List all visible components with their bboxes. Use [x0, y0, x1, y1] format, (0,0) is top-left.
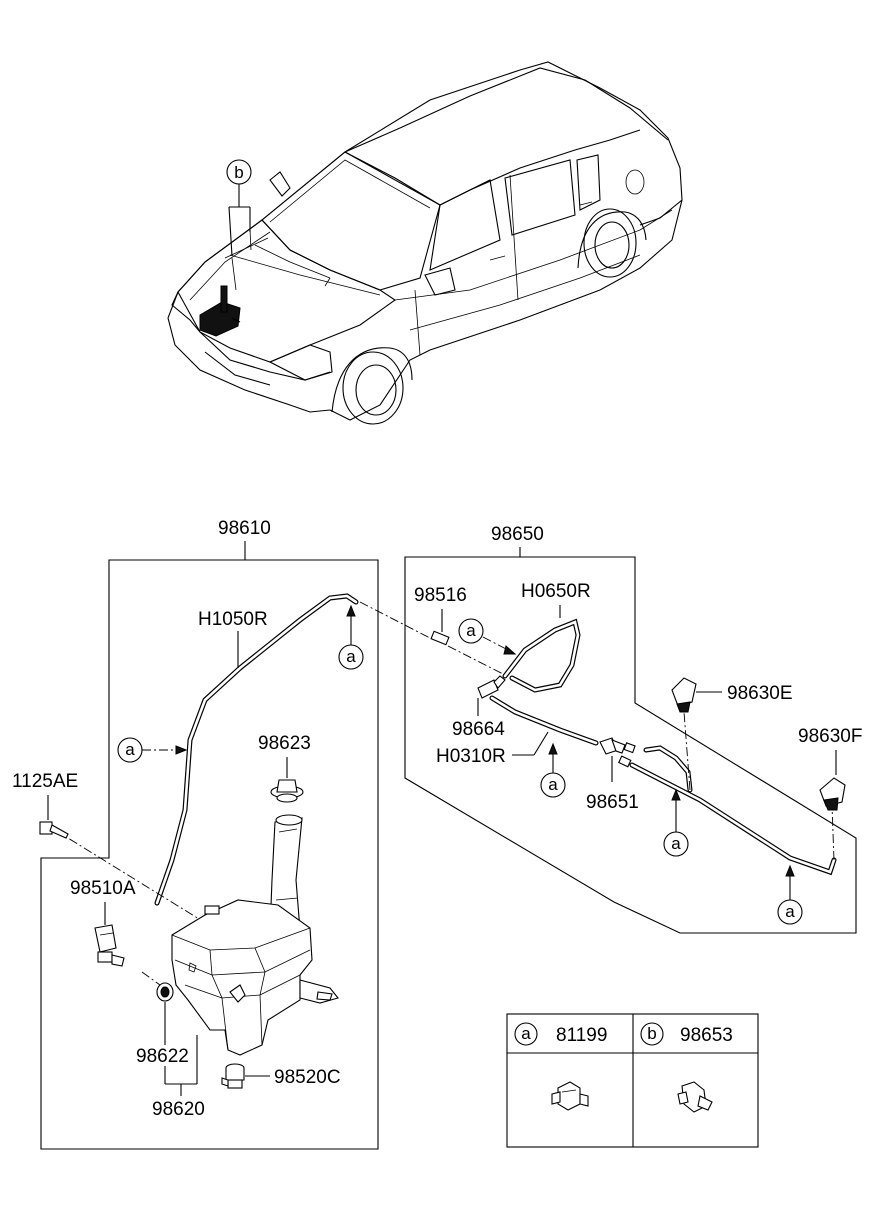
callout-a-lower-mid: a — [671, 834, 681, 853]
label-98610: 98610 — [218, 518, 271, 539]
label-98650: 98650 — [491, 524, 544, 545]
cap-98623 — [270, 779, 304, 803]
valve-98651 — [599, 737, 636, 768]
grommet-98622 — [156, 982, 174, 1002]
callout-a-lower-right: a — [785, 902, 795, 921]
legend-part-98653: 98653 — [680, 1025, 733, 1046]
sensor-98520c — [221, 1063, 245, 1089]
label-98630f: 98630F — [798, 726, 862, 747]
bolt-1125ae — [39, 821, 69, 839]
group-boundary-98610 — [40, 559, 379, 1150]
label-98630e: 98630E — [727, 683, 793, 704]
label-1125ae: 1125AE — [12, 771, 78, 792]
label-98622: 98622 — [136, 1046, 189, 1067]
pump-98510a — [94, 924, 125, 967]
group-boundary-98650 — [404, 556, 857, 934]
tee-98664 — [477, 675, 506, 699]
label-h0310r: H0310R — [436, 746, 506, 767]
legend-part-81199: 81199 — [556, 1025, 607, 1046]
label-h0650r: H0650R — [521, 581, 591, 602]
label-h1050r: H1050R — [198, 609, 268, 630]
legend-letter-b: b — [647, 1024, 656, 1043]
label-98623: 98623 — [258, 733, 311, 754]
reservoir-group: 98610 H1050R a a 1125AE 98623 — [12, 518, 379, 1150]
callout-a-h0310r: a — [548, 775, 558, 794]
nozzle-98630f — [819, 777, 846, 811]
callout-a-h0650r: a — [466, 621, 476, 640]
clip-legend-table: a 81199 b 98653 — [506, 1013, 759, 1148]
callout-a-h1050r-side: a — [125, 740, 135, 759]
label-98620: 98620 — [152, 1099, 205, 1120]
label-98664: 98664 — [452, 719, 505, 740]
label-98520c: 98520C — [274, 1067, 341, 1088]
connector-98516 — [430, 630, 450, 646]
nozzle-hose-group: 98650 98516 H0650R a 98664 H0310R — [359, 524, 862, 934]
clip-98653-icon — [677, 1081, 713, 1113]
car-illustration: b — [167, 61, 683, 425]
label-98510a: 98510A — [70, 878, 136, 899]
reservoir-tank-98620 — [171, 814, 339, 1056]
callout-b-letter: b — [234, 163, 243, 182]
nozzle-98630e — [671, 677, 697, 713]
callout-a-h1050r-top: a — [346, 647, 356, 666]
clip-81199-icon — [551, 1081, 589, 1111]
label-98516: 98516 — [414, 585, 467, 606]
label-98651: 98651 — [586, 792, 639, 813]
legend-letter-a: a — [521, 1024, 531, 1043]
